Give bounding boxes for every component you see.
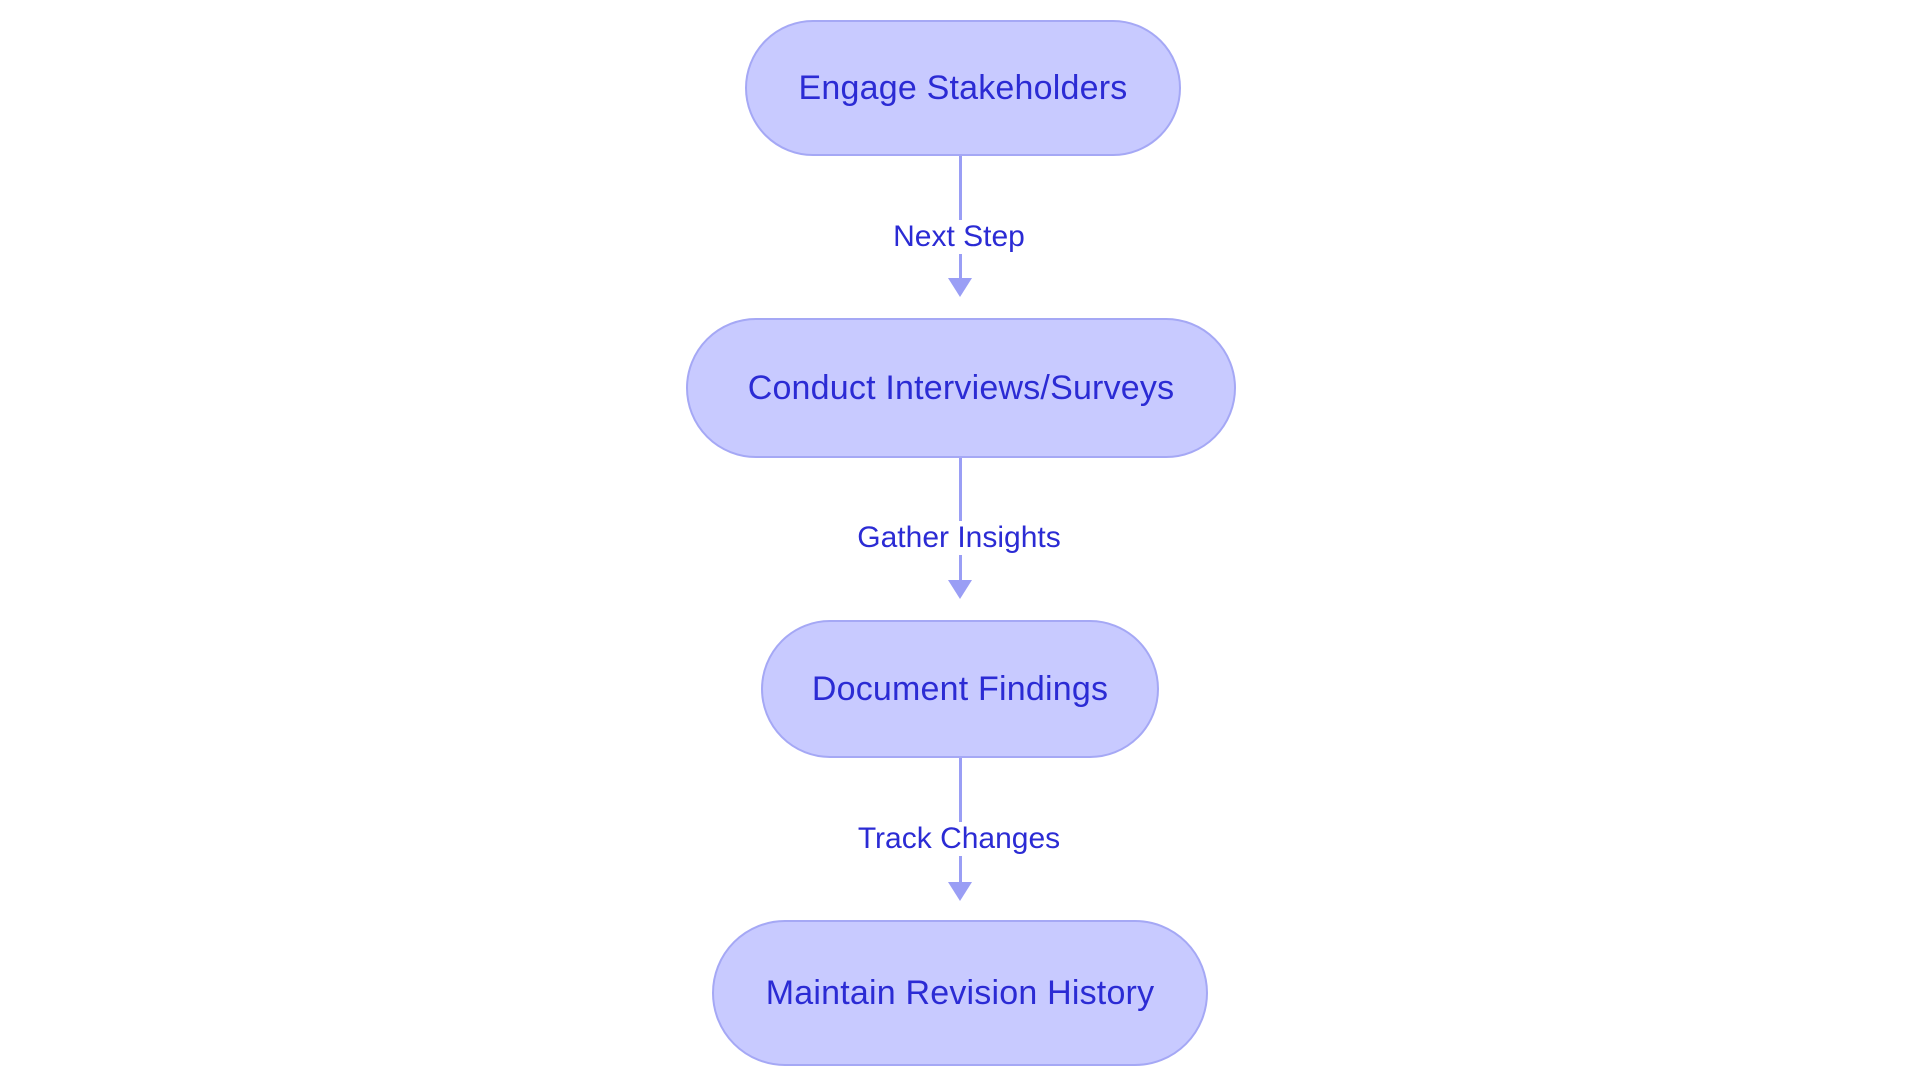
flow-node-label: Document Findings bbox=[811, 670, 1109, 708]
flow-edge-line-3 bbox=[959, 758, 962, 882]
flow-node-document-findings[interactable]: Document Findings bbox=[761, 620, 1159, 758]
flow-edge-label-track-changes: Track Changes bbox=[851, 822, 1067, 856]
flow-edge-line-1 bbox=[959, 156, 962, 278]
flow-edge-line-2 bbox=[959, 458, 962, 580]
flow-edge-label-gather-insights: Gather Insights bbox=[851, 521, 1067, 555]
flow-arrowhead-down-icon-1 bbox=[948, 278, 972, 297]
flow-edge-label-next-step: Next Step bbox=[887, 220, 1031, 254]
flow-node-engage-stakeholders[interactable]: Engage Stakeholders bbox=[745, 20, 1181, 156]
flow-arrowhead-down-icon-2 bbox=[948, 580, 972, 599]
flow-node-maintain-revision-history[interactable]: Maintain Revision History bbox=[712, 920, 1208, 1066]
flow-node-label: Conduct Interviews/Surveys bbox=[747, 369, 1175, 407]
flow-arrowhead-down-icon-3 bbox=[948, 882, 972, 901]
flow-node-label: Maintain Revision History bbox=[765, 974, 1155, 1012]
flow-node-label: Engage Stakeholders bbox=[798, 69, 1128, 107]
flow-node-conduct-interviews-surveys[interactable]: Conduct Interviews/Surveys bbox=[686, 318, 1236, 458]
